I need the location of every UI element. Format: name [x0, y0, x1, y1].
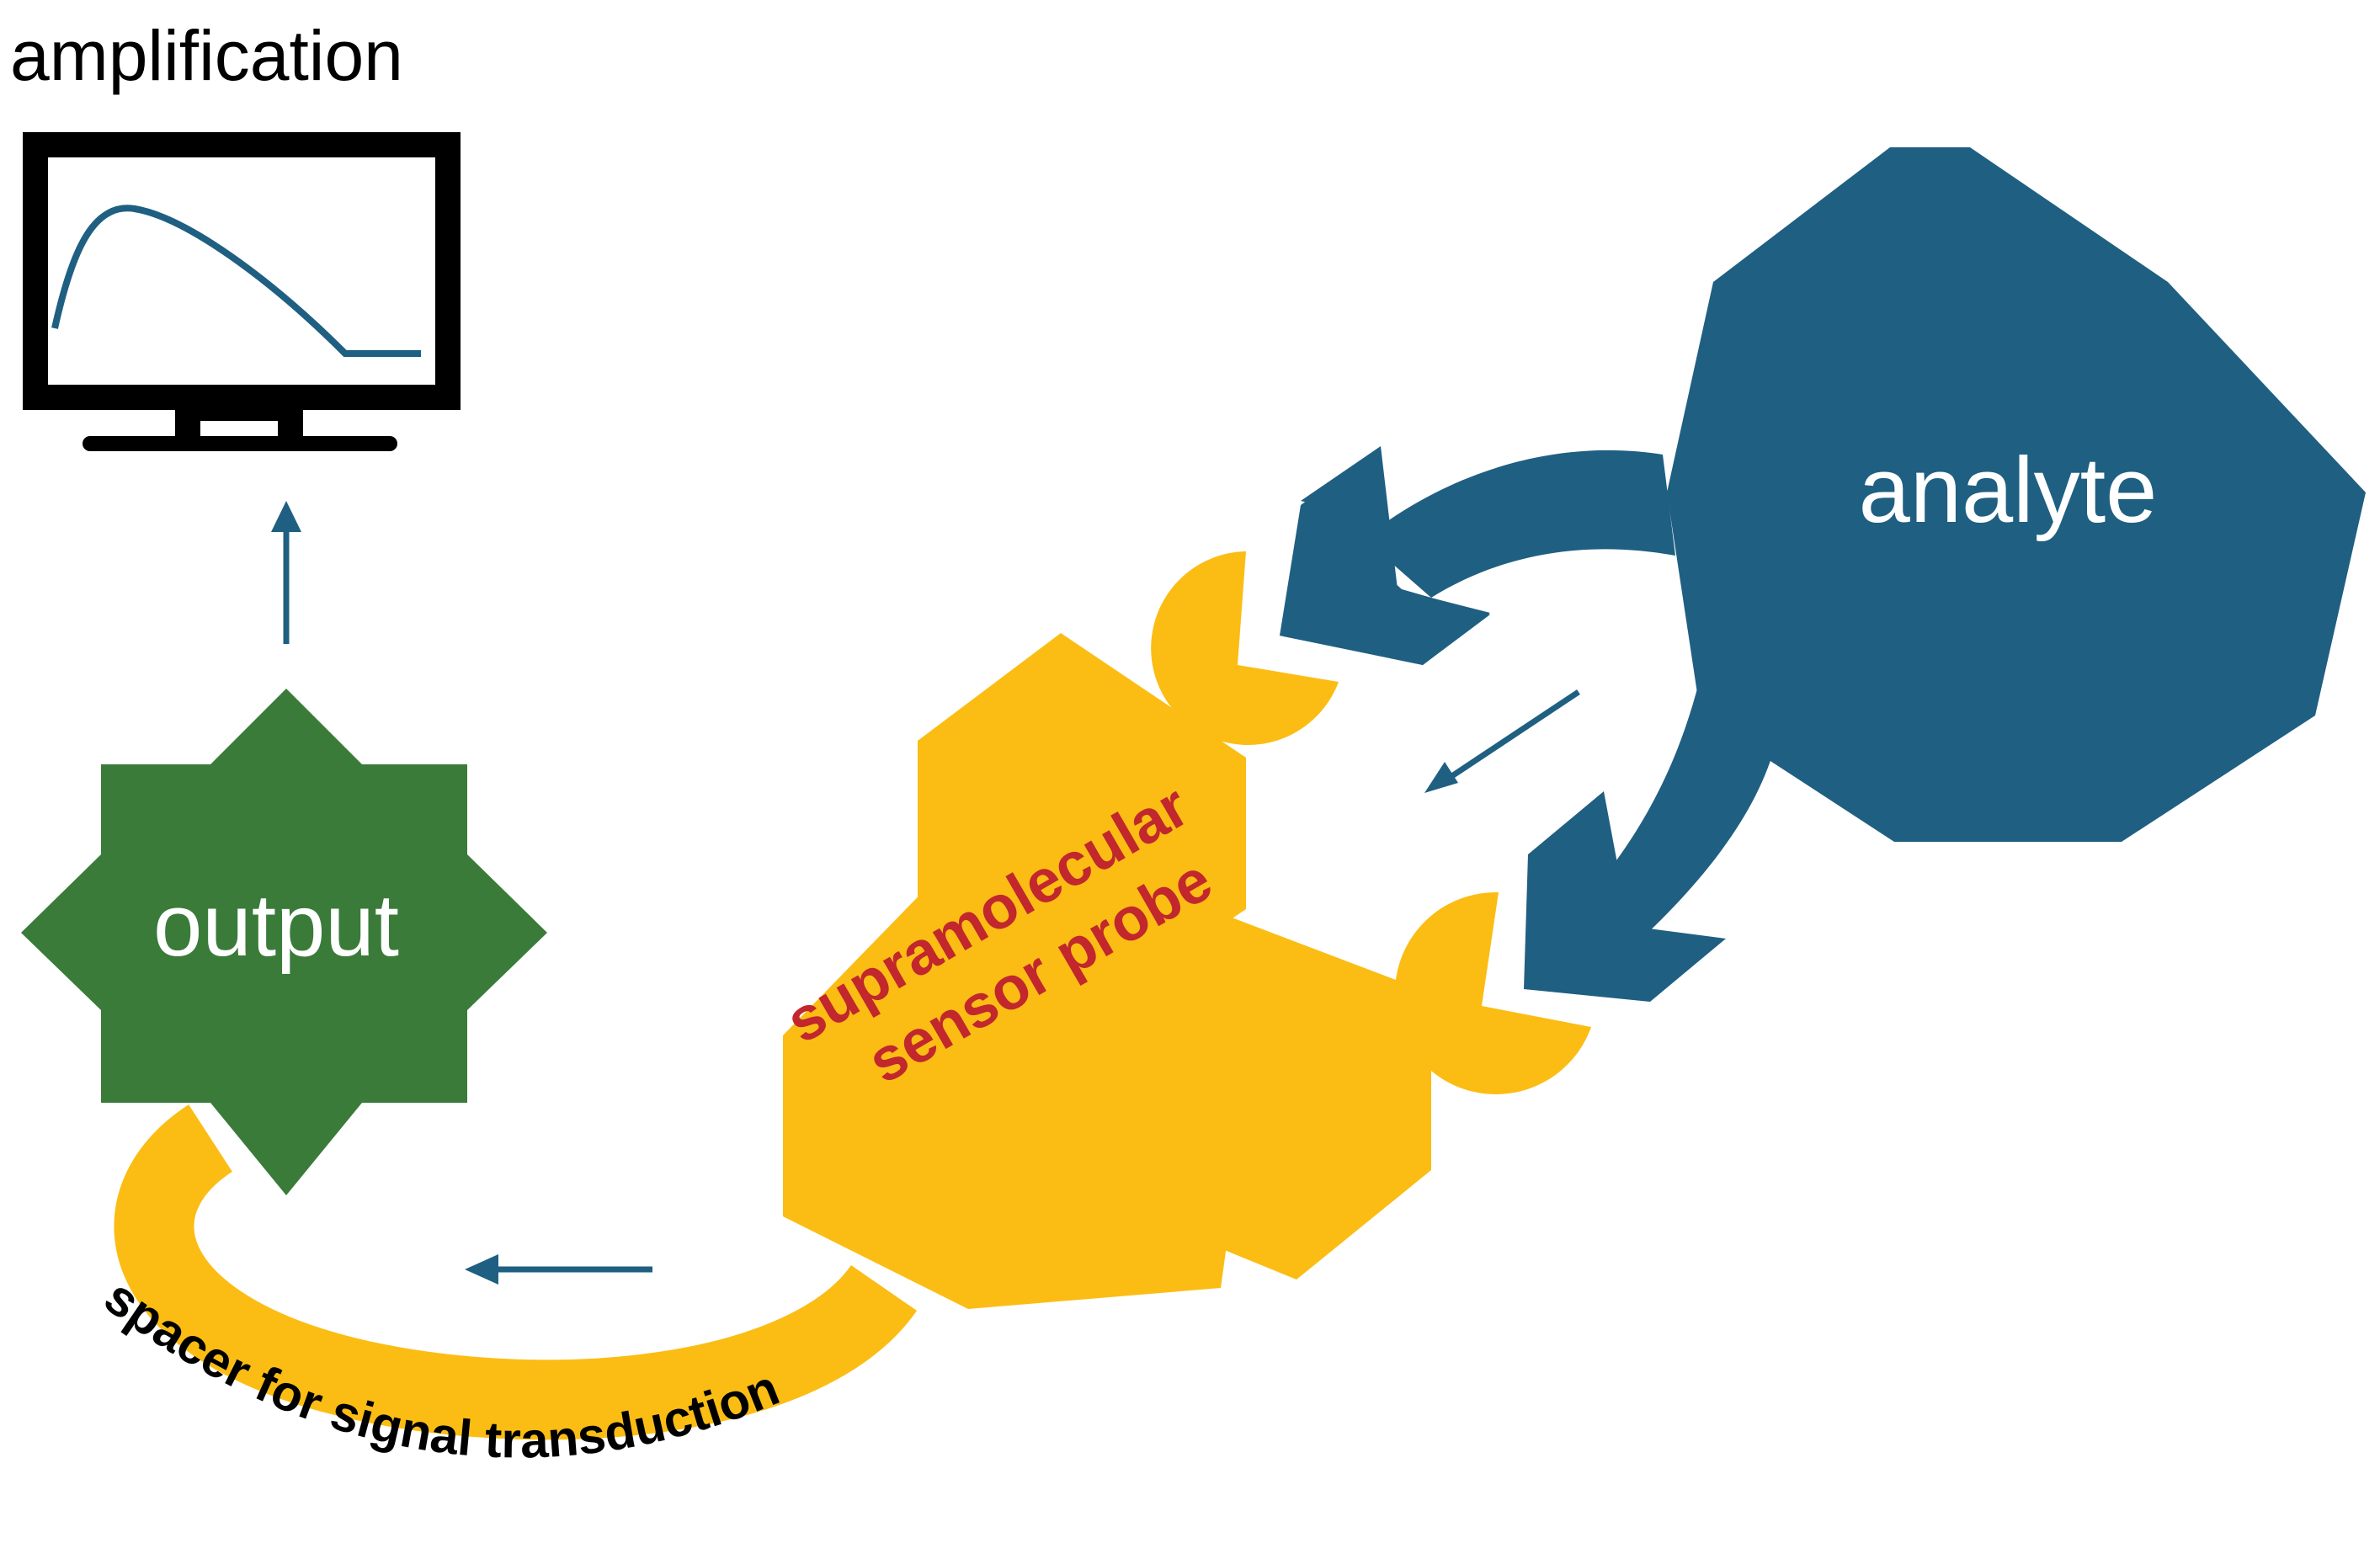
thin-arrow-binding	[1424, 689, 1580, 793]
spacer-loop	[114, 1104, 918, 1440]
analyte-label: analyte	[1859, 439, 2158, 542]
thin-arrow-transduction	[465, 1254, 652, 1285]
sensor-probe	[783, 551, 1591, 1309]
output-label: output	[153, 876, 399, 975]
thin-arrow-amplification	[271, 501, 301, 644]
receptor-site-top	[1151, 551, 1339, 745]
binding-arrows	[1280, 446, 1776, 1002]
signal-curve-icon	[51, 205, 421, 357]
monitor-icon	[23, 132, 461, 451]
amplification-label: amplification	[10, 16, 403, 95]
receptor-site-bottom	[1394, 891, 1591, 1094]
analyte-shape	[1667, 147, 2366, 842]
output-shape	[21, 689, 547, 1195]
